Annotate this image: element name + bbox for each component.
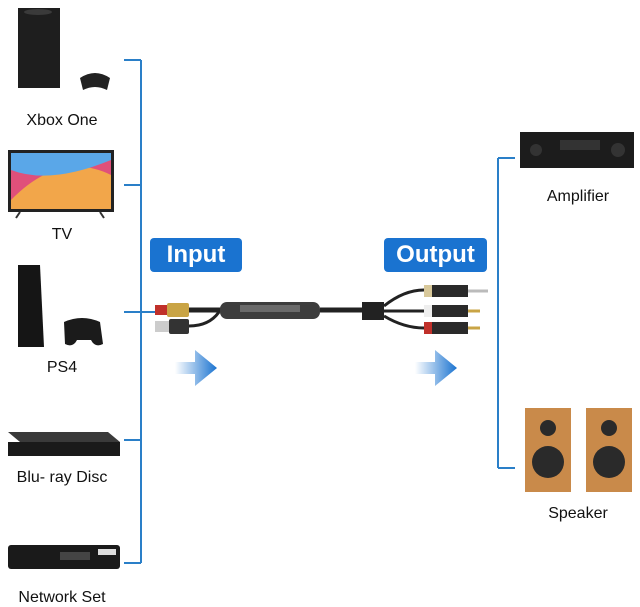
input-label-ps4: PS4 [46,359,78,376]
left-bracket [124,59,156,564]
xbox-console-icon [18,8,110,90]
input-label-xbox-one: Xbox One [26,112,98,129]
input-label-bluray: Blu- ray Disc [16,469,108,486]
input-badge: Input [150,238,242,272]
bluray-player-icon [8,432,120,456]
speaker-icon [525,408,632,492]
ps4-console-icon [18,265,103,347]
input-label-network-set: Network Set [18,589,106,606]
input-arrow-icon [175,350,217,386]
output-label-speaker: Speaker [548,505,608,522]
output-badge: Output [384,238,487,272]
set-top-box-icon [8,545,120,569]
right-bracket [497,157,515,469]
amplifier-icon [520,132,634,168]
input-label-tv: TV [51,226,73,243]
output-arrow-icon [415,350,457,386]
tv-icon [8,150,114,219]
output-label-amplifier: Amplifier [546,188,610,205]
cable-icon [155,285,488,334]
